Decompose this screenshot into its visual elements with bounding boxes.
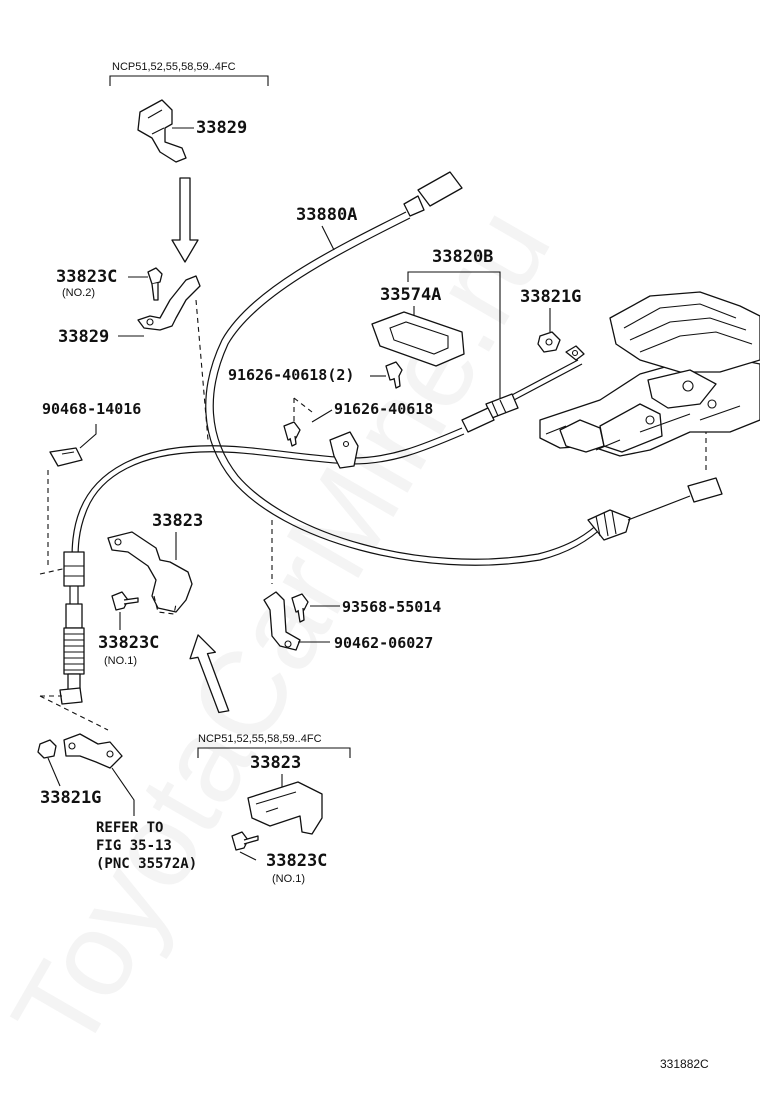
diagram-code: 331882C bbox=[660, 1057, 709, 1071]
label-91626-2: 91626-40618(2) bbox=[228, 366, 354, 384]
arrow-up-icon bbox=[189, 634, 230, 714]
plate-33574a-part[interactable] bbox=[371, 311, 465, 367]
bracket-33829-mid-part[interactable] bbox=[137, 275, 201, 331]
cable-33880a[interactable] bbox=[205, 211, 607, 566]
bracket-33820b bbox=[407, 271, 501, 398]
label-33821g-bottom: 33821G bbox=[40, 788, 101, 808]
bracket-90462-part[interactable] bbox=[263, 591, 301, 651]
cable-lower-end-part[interactable] bbox=[587, 477, 723, 541]
label-33823c-no1: 33823C bbox=[98, 633, 159, 653]
label-33823-mid: 33823 bbox=[152, 511, 203, 531]
label-33574a: 33574A bbox=[380, 285, 441, 305]
bolt-33823c-bottom-part[interactable] bbox=[231, 831, 259, 851]
bracket-33829-top-part[interactable] bbox=[137, 99, 187, 163]
nut-33821g-bottom-part[interactable] bbox=[37, 739, 57, 759]
nut-33821g-top-part[interactable] bbox=[537, 331, 561, 353]
label-93568: 93568-55014 bbox=[342, 598, 441, 616]
bolt-91626-2-part[interactable] bbox=[385, 361, 403, 389]
watermark: ToyotaCarMine.ru bbox=[0, 186, 576, 1073]
label-33823-bottom: 33823 bbox=[250, 753, 301, 773]
cable-left-end-assembly-part[interactable] bbox=[59, 551, 85, 705]
variant-top-bracket bbox=[109, 75, 269, 86]
refer-line-1: REFER TO bbox=[96, 820, 163, 836]
label-33820b: 33820B bbox=[432, 247, 493, 267]
label-90462: 90462-06027 bbox=[334, 634, 433, 652]
refer-line-2: FIG 35-13 bbox=[96, 838, 172, 854]
clip-90468-part[interactable] bbox=[49, 447, 83, 467]
shift-lever-assembly-part[interactable] bbox=[539, 291, 760, 457]
label-90468: 90468-14016 bbox=[42, 400, 141, 418]
bolt-33823c-no2-part[interactable] bbox=[147, 267, 163, 301]
cable-33880a-end-part[interactable] bbox=[403, 171, 463, 217]
cable-33820b[interactable] bbox=[71, 427, 463, 561]
bolt-33823c-no1-mid-part[interactable] bbox=[111, 591, 139, 611]
label-33821g-top: 33821G bbox=[520, 287, 581, 307]
cable-end-fitting-part[interactable] bbox=[63, 733, 123, 769]
label-33829-mid: 33829 bbox=[58, 327, 109, 347]
arrow-down-icon bbox=[171, 177, 199, 263]
label-33880a: 33880A bbox=[296, 205, 357, 225]
variant-bottom-bracket bbox=[197, 747, 351, 758]
bolt-93568-part[interactable] bbox=[291, 593, 309, 623]
bolt-91626-1-part[interactable] bbox=[283, 421, 301, 447]
variant-bottom-label: NCP51,52,55,58,59..4FC bbox=[198, 733, 322, 745]
label-33829-top: 33829 bbox=[196, 118, 247, 138]
label-33823c-no1-note: (NO.1) bbox=[104, 655, 137, 667]
variant-top-label: NCP51,52,55,58,59..4FC bbox=[112, 61, 236, 73]
clamp-on-cable-part[interactable] bbox=[329, 431, 359, 469]
label-91626-1: 91626-40618 bbox=[334, 400, 433, 418]
label-33823c-no2-note: (NO.2) bbox=[62, 287, 95, 299]
label-33823c-bottom-note: (NO.1) bbox=[272, 873, 305, 885]
bracket-33823-bottom-part[interactable] bbox=[247, 781, 323, 835]
label-33823c-no2: 33823C bbox=[56, 267, 117, 287]
cable-33820b-end-part[interactable] bbox=[461, 345, 585, 433]
label-33823c-bottom: 33823C bbox=[266, 851, 327, 871]
refer-line-3: (PNC 35572A) bbox=[96, 856, 197, 872]
bracket-33823-mid-part[interactable] bbox=[107, 531, 193, 615]
